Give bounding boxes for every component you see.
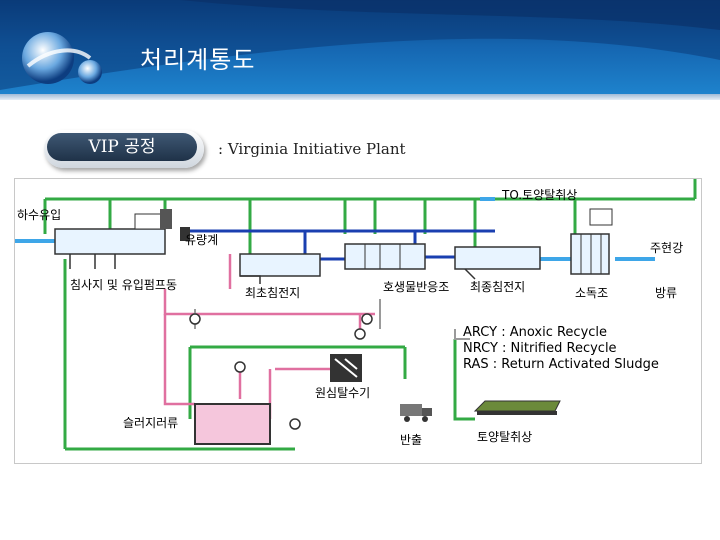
process-flow-diagram: 하수유입 침사지 및 유입펌프동 유량계 최초침전지 호생물반응조 최종침전지 … xyxy=(14,178,702,464)
globe-logo-icon xyxy=(22,32,102,84)
label-river: 주현강 xyxy=(650,241,683,255)
bioreactor-shape xyxy=(344,243,426,270)
section-badge-label: VIP 공정 xyxy=(47,133,197,161)
centrifuge-shape xyxy=(330,354,362,382)
label-primary: 최초침전지 xyxy=(245,286,300,300)
legend-nrcy: NRCY : Nitrified Recycle xyxy=(463,341,617,356)
header-banner: 처리계통도 xyxy=(0,0,720,100)
sludge-lines xyxy=(163,254,375,419)
soil-bed-shape xyxy=(473,400,561,415)
label-bioreactor: 호생물반응조 xyxy=(383,280,449,294)
label-influent: 하수유입 xyxy=(17,208,61,222)
flowmeter-shape xyxy=(180,227,190,241)
header-swoosh xyxy=(0,0,720,90)
pump-icons xyxy=(189,313,373,430)
label-disinfect: 소독조 xyxy=(575,286,608,300)
truck-icon xyxy=(400,404,432,422)
sludge-storage-shape xyxy=(194,403,271,445)
label-sludge-tank: 슬러지러류 xyxy=(123,416,178,430)
label-grit: 침사지 및 유입펌프동 xyxy=(70,278,177,292)
section-subtitle: : Virginia Initiative Plant xyxy=(218,140,406,158)
legend-ras: RAS : Return Activated Sludge xyxy=(463,357,659,372)
label-soilbed: 토양탈취상 xyxy=(477,430,532,444)
influent-line xyxy=(15,197,655,261)
label-dewater: 원심탈수기 xyxy=(315,386,370,400)
header-divider xyxy=(0,94,720,100)
legend-arcy: ARCY : Anoxic Recycle xyxy=(463,325,607,340)
label-flowmeter: 유량계 xyxy=(185,233,218,247)
secondary-clarifier-shape xyxy=(454,246,541,280)
label-topsoil-to: TO.토양탈취상 xyxy=(501,188,577,202)
process-flow-svg: 하수유입 침사지 및 유입펌프동 유량계 최초침전지 호생물반응조 최종침전지 … xyxy=(15,179,697,451)
disinfection-tank-shape xyxy=(570,208,613,275)
water-lines xyxy=(185,229,495,261)
return-lines xyxy=(194,299,470,340)
label-secondary: 최종침전지 xyxy=(470,280,525,294)
label-discharge: 방류 xyxy=(655,286,677,300)
label-carryout: 반출 xyxy=(400,433,422,447)
grit-chamber-shape xyxy=(54,209,172,269)
page-title: 처리계통도 xyxy=(140,46,256,74)
primary-clarifier-shape xyxy=(239,253,321,284)
section-badge: VIP 공정 xyxy=(44,130,204,168)
